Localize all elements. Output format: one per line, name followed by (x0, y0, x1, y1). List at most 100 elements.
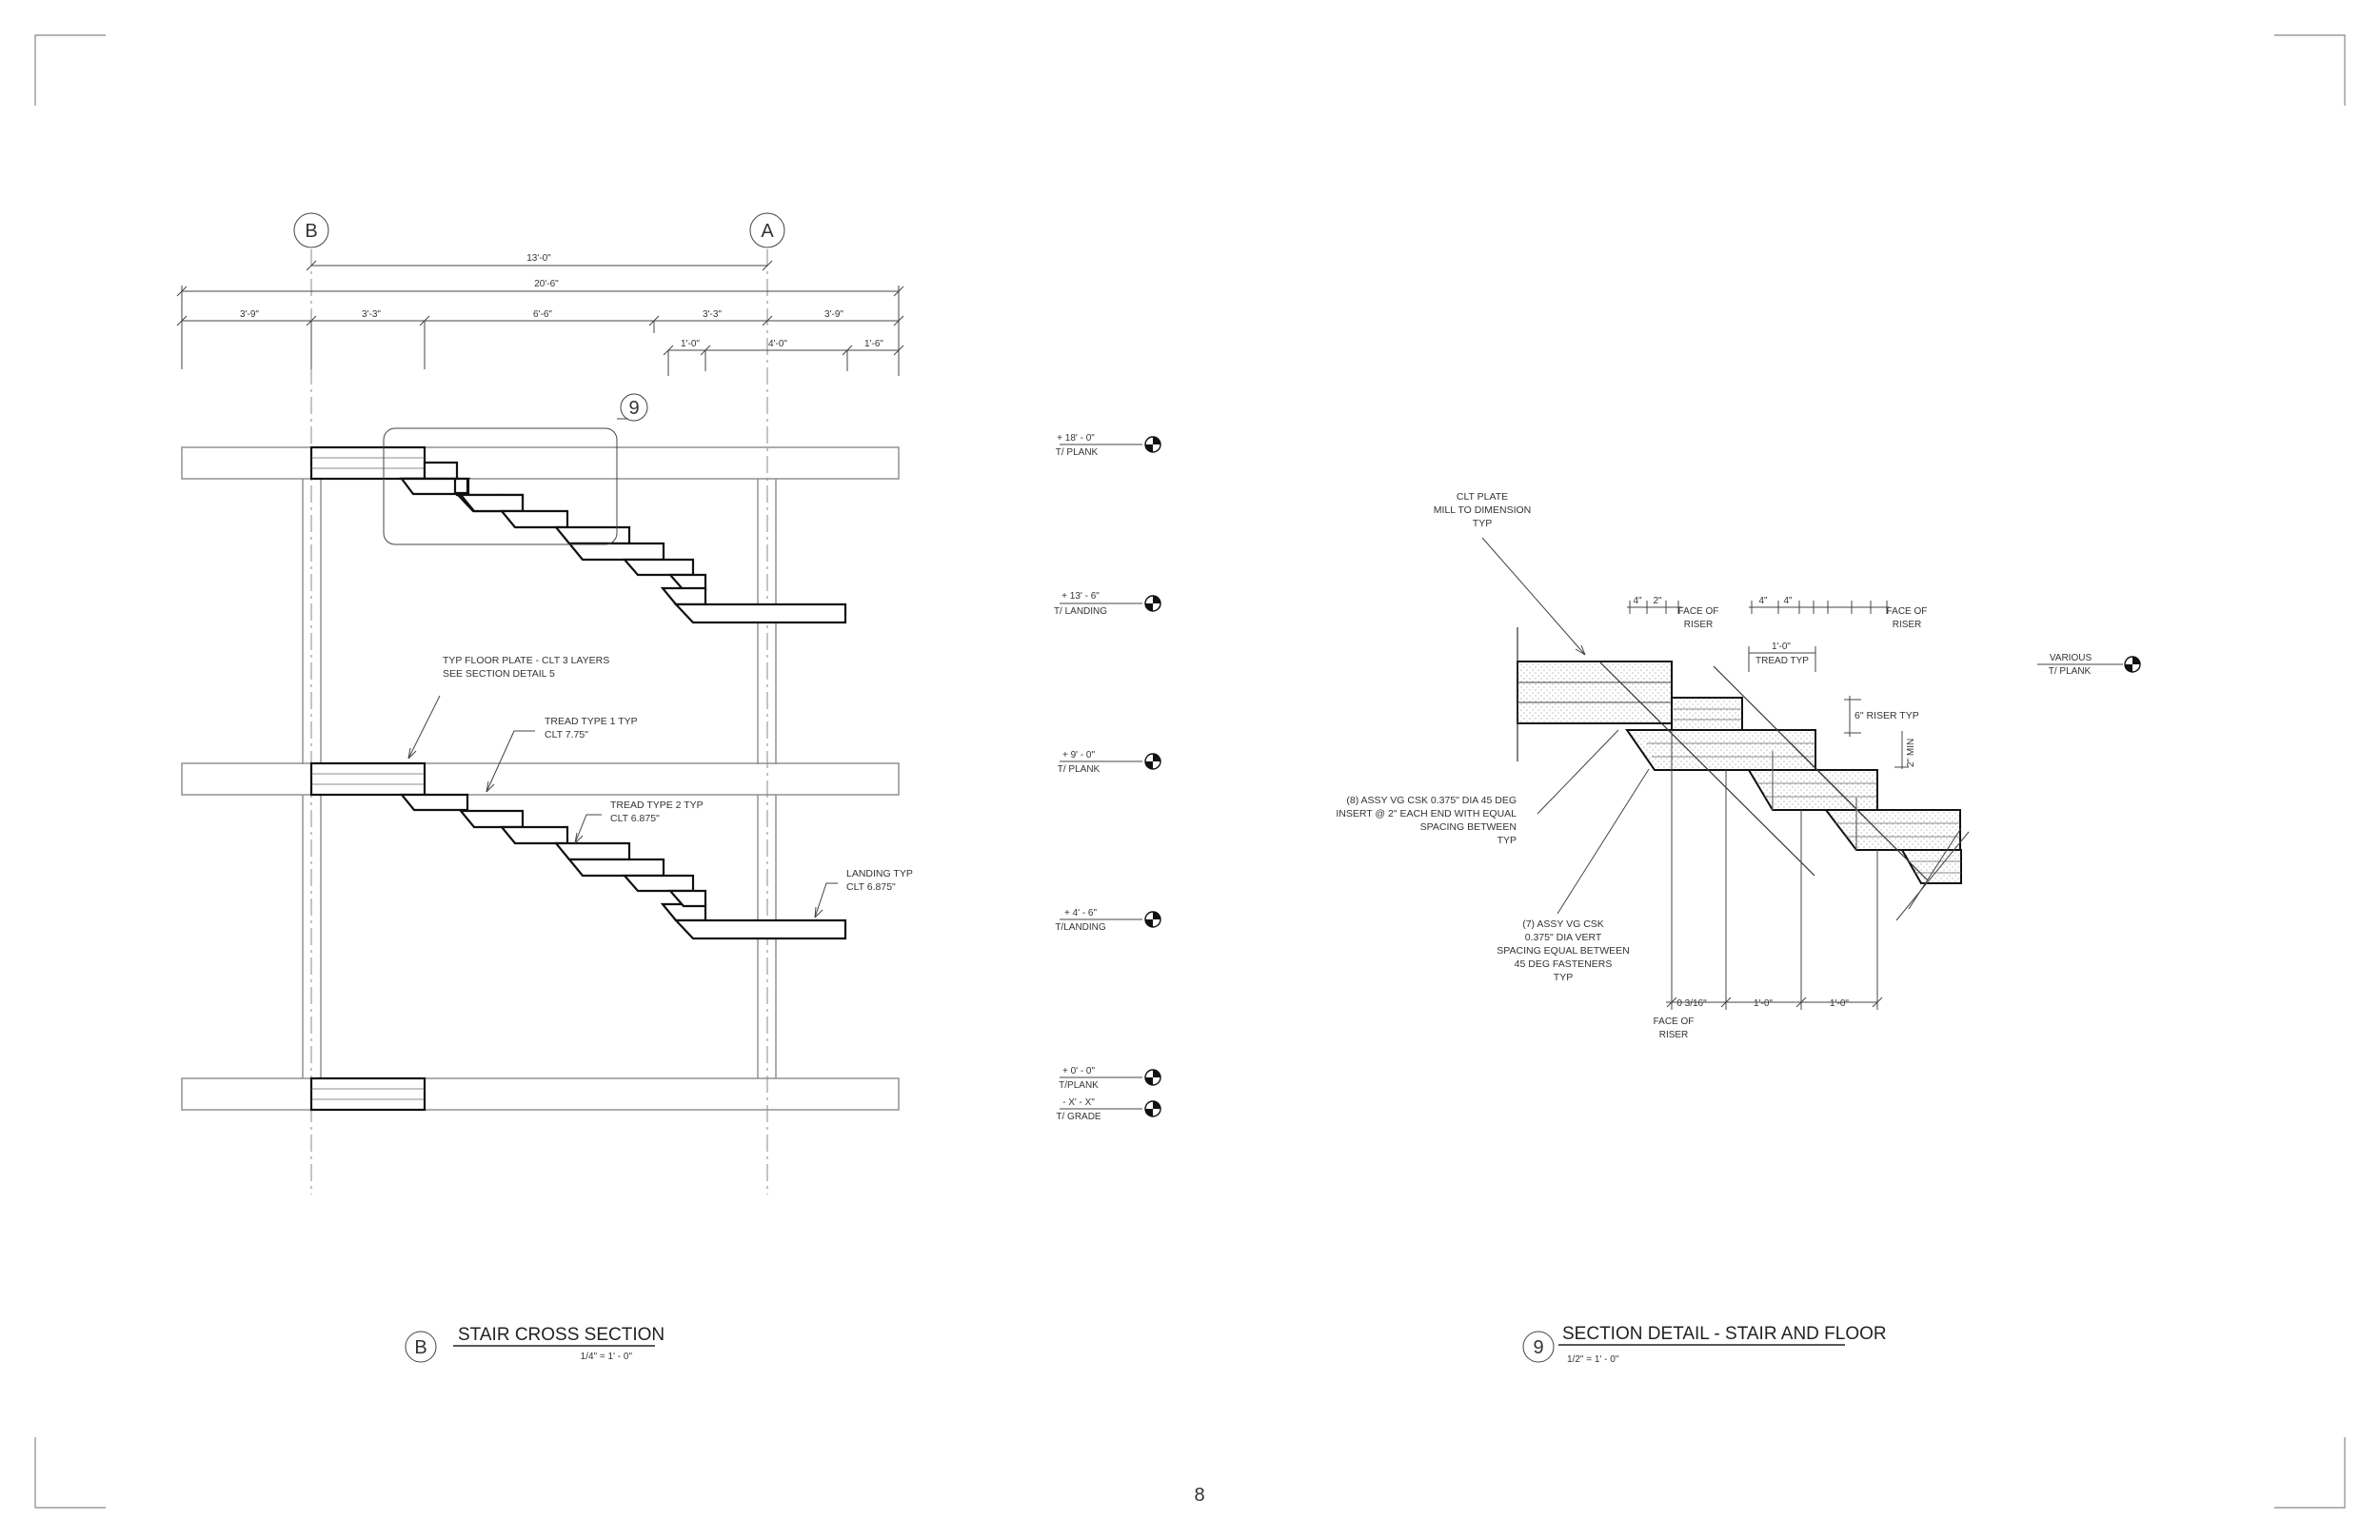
detail-title-bubble (1522, 1331, 1555, 1363)
detail-various-1: VARIOUS (2050, 653, 2092, 663)
dim-seg-5: 3'-9" (824, 309, 843, 320)
detail-note-clt-1: CLT PLATE (1457, 491, 1508, 503)
svg-text:T/ LANDING: T/ LANDING (1054, 606, 1107, 617)
stair-stub-lower (309, 1076, 426, 1112)
svg-text:T/ GRADE: T/ GRADE (1056, 1112, 1101, 1122)
note-landing-line2: CLT 6.875" (846, 881, 896, 893)
section-detail: 4" 2" 4" 4" CLT PLATE MILL TO DIMENSION … (1336, 491, 2141, 1365)
detail-note-s7-1: (7) ASSY VG CSK (1522, 918, 1604, 930)
detail-note-s8-1: (8) ASSY VG CSK 0.375" DIA 45 DEG (1346, 795, 1517, 806)
stair-flight-upper (309, 445, 847, 624)
detail-stair-treads (1625, 697, 1970, 921)
detail-ref-bubble (620, 393, 648, 422)
detail-note-s7-3: SPACING EQUAL BETWEEN (1497, 945, 1629, 957)
grid-label-a: A (761, 221, 774, 242)
dim-seg-4: 3'-3" (703, 309, 722, 320)
detail-dim-bottom-3: 1'-0" (1830, 998, 1849, 1009)
svg-text:T/ PLANK: T/ PLANK (1058, 764, 1101, 775)
note-landing-line1: LANDING TYP (846, 868, 913, 879)
dim-sub-3: 1'-6" (864, 339, 883, 349)
svg-text:+ 0' - 0": + 0' - 0" (1062, 1066, 1096, 1076)
elev-marker-grade: - X' - X" T/ GRADE (1056, 1097, 1161, 1122)
detail-scale: 1/2" = 1' - 0" (1567, 1354, 1619, 1365)
detail-extension-lines (1666, 646, 1909, 1010)
grid-bubble-b (293, 212, 329, 248)
detail-min: 2" MIN (1906, 739, 1916, 767)
dimension-sub: 1'-0" 4'-0" 1'-6" (663, 339, 904, 376)
detail-note-s7-5: TYP (1554, 972, 1573, 983)
leader-s7 (1557, 768, 1650, 915)
svg-text:+ 4' - 6": + 4' - 6" (1064, 908, 1098, 918)
elevation-markers: + 18' - 0" T/ PLANK + 13' - 6" T/ LANDIN… (1054, 433, 1161, 1122)
detail-note-face-riser-a2: RISER (1684, 620, 1714, 630)
note-tread1-line2: CLT 7.75" (545, 729, 588, 740)
stair-cross-section: B A 13'-0" 20'-6" (176, 212, 913, 1363)
detail-dim-bottom-2: 1'-0" (1754, 998, 1773, 1009)
dimension-13ft: 13'-0" (306, 253, 773, 271)
leader-floor-plate (407, 695, 441, 760)
detail-note-clt-2: MILL TO DIMENSION (1434, 504, 1532, 516)
elev-marker-4: + 4' - 6" T/LANDING (1055, 908, 1161, 933)
detail-title-bubble-label: 9 (1533, 1337, 1543, 1358)
detail-top-dim-a: 4" (1633, 596, 1642, 606)
dim-sub-1: 1'-0" (681, 339, 700, 349)
svg-text:+ 18' - 0": + 18' - 0" (1057, 433, 1095, 444)
grid-bubble-a (749, 212, 785, 248)
detail-note-s8-3: SPACING BETWEEN (1420, 821, 1517, 833)
detail-top-ticks (1627, 601, 1890, 614)
detail-note-s7-4: 45 DEG FASTENERS (1515, 958, 1613, 970)
elev-marker-9: + 9' - 0" T/ PLANK (1058, 750, 1161, 775)
elev-marker-various (2124, 656, 2141, 673)
leader-landing (814, 882, 838, 918)
detail-note-s7-2: 0.375" DIA VERT (1525, 932, 1602, 943)
detail-title: SECTION DETAIL - STAIR AND FLOOR (1562, 1324, 1887, 1344)
section-title-bubble (405, 1331, 437, 1363)
detail-note-clt-3: TYP (1473, 518, 1492, 529)
detail-fasteners (1598, 661, 1929, 881)
dim-text-13: 13'-0" (526, 253, 551, 264)
leader-clt (1481, 537, 1586, 656)
svg-text:T/LANDING: T/LANDING (1055, 922, 1106, 933)
dim-sub-2: 4'-0" (768, 339, 787, 349)
svg-text:T/PLANK: T/PLANK (1059, 1080, 1099, 1091)
svg-text:- X' - X": - X' - X" (1062, 1097, 1095, 1108)
crop-marks (34, 34, 2346, 1509)
svg-text:T/ PLANK: T/ PLANK (1056, 447, 1099, 458)
detail-note-face-riser-a1: FACE OF (1678, 606, 1719, 617)
section-scale: 1/4" = 1' - 0" (581, 1352, 633, 1362)
note-floor-plate-line2: SEE SECTION DETAIL 5 (443, 668, 555, 680)
note-tread1-line1: TREAD TYPE 1 TYP (545, 716, 638, 727)
detail-callout-box (383, 427, 618, 545)
page-number: 8 (1194, 1485, 1204, 1506)
section-title-bubble-label: B (414, 1337, 426, 1358)
dim-text-20: 20'-6" (534, 279, 559, 289)
elev-marker-13: + 13' - 6" T/ LANDING (1054, 591, 1161, 617)
detail-face-riser-c2: RISER (1659, 1030, 1689, 1040)
svg-text:+ 13' - 6": + 13' - 6" (1061, 591, 1100, 602)
detail-tread-typ: TREAD TYP (1755, 656, 1809, 666)
floor-plate-lower (181, 1077, 900, 1111)
detail-riser-typ: 6" RISER TYP (1854, 710, 1919, 721)
detail-note-s8-4: TYP (1497, 835, 1517, 846)
elev-marker-18: + 18' - 0" T/ PLANK (1056, 433, 1161, 458)
detail-various-2: T/ PLANK (2049, 666, 2092, 677)
elev-marker-0: + 0' - 0" T/PLANK (1059, 1066, 1161, 1091)
detail-top-dim-c: 4" (1758, 596, 1768, 606)
note-floor-plate-line1: TYP FLOOR PLATE - CLT 3 LAYERS (443, 655, 609, 666)
detail-dim-bottom-1: 0 3/16" (1676, 998, 1707, 1009)
detail-top-dim-d: 4" (1783, 596, 1793, 606)
detail-ref-label: 9 (628, 398, 639, 419)
dim-seg-1: 3'-9" (240, 309, 259, 320)
floor-plate-upper (181, 446, 900, 480)
dim-seg-2: 3'-3" (362, 309, 381, 320)
dimension-segments: 3'-9" 3'-3" 6'-6" 3'-3" 3'-9" (176, 309, 904, 369)
detail-clt-floor (1517, 627, 1673, 761)
detail-top-dim-b: 2" (1653, 596, 1662, 606)
leader-tread2 (574, 814, 602, 844)
detail-note-s8-2: INSERT @ 2" EACH END WITH EQUAL (1336, 808, 1517, 819)
stair-flight-middle (309, 761, 847, 940)
floor-plate-middle (181, 762, 900, 796)
section-title: STAIR CROSS SECTION (458, 1325, 664, 1345)
note-tread2-line1: TREAD TYPE 2 TYP (610, 800, 704, 811)
